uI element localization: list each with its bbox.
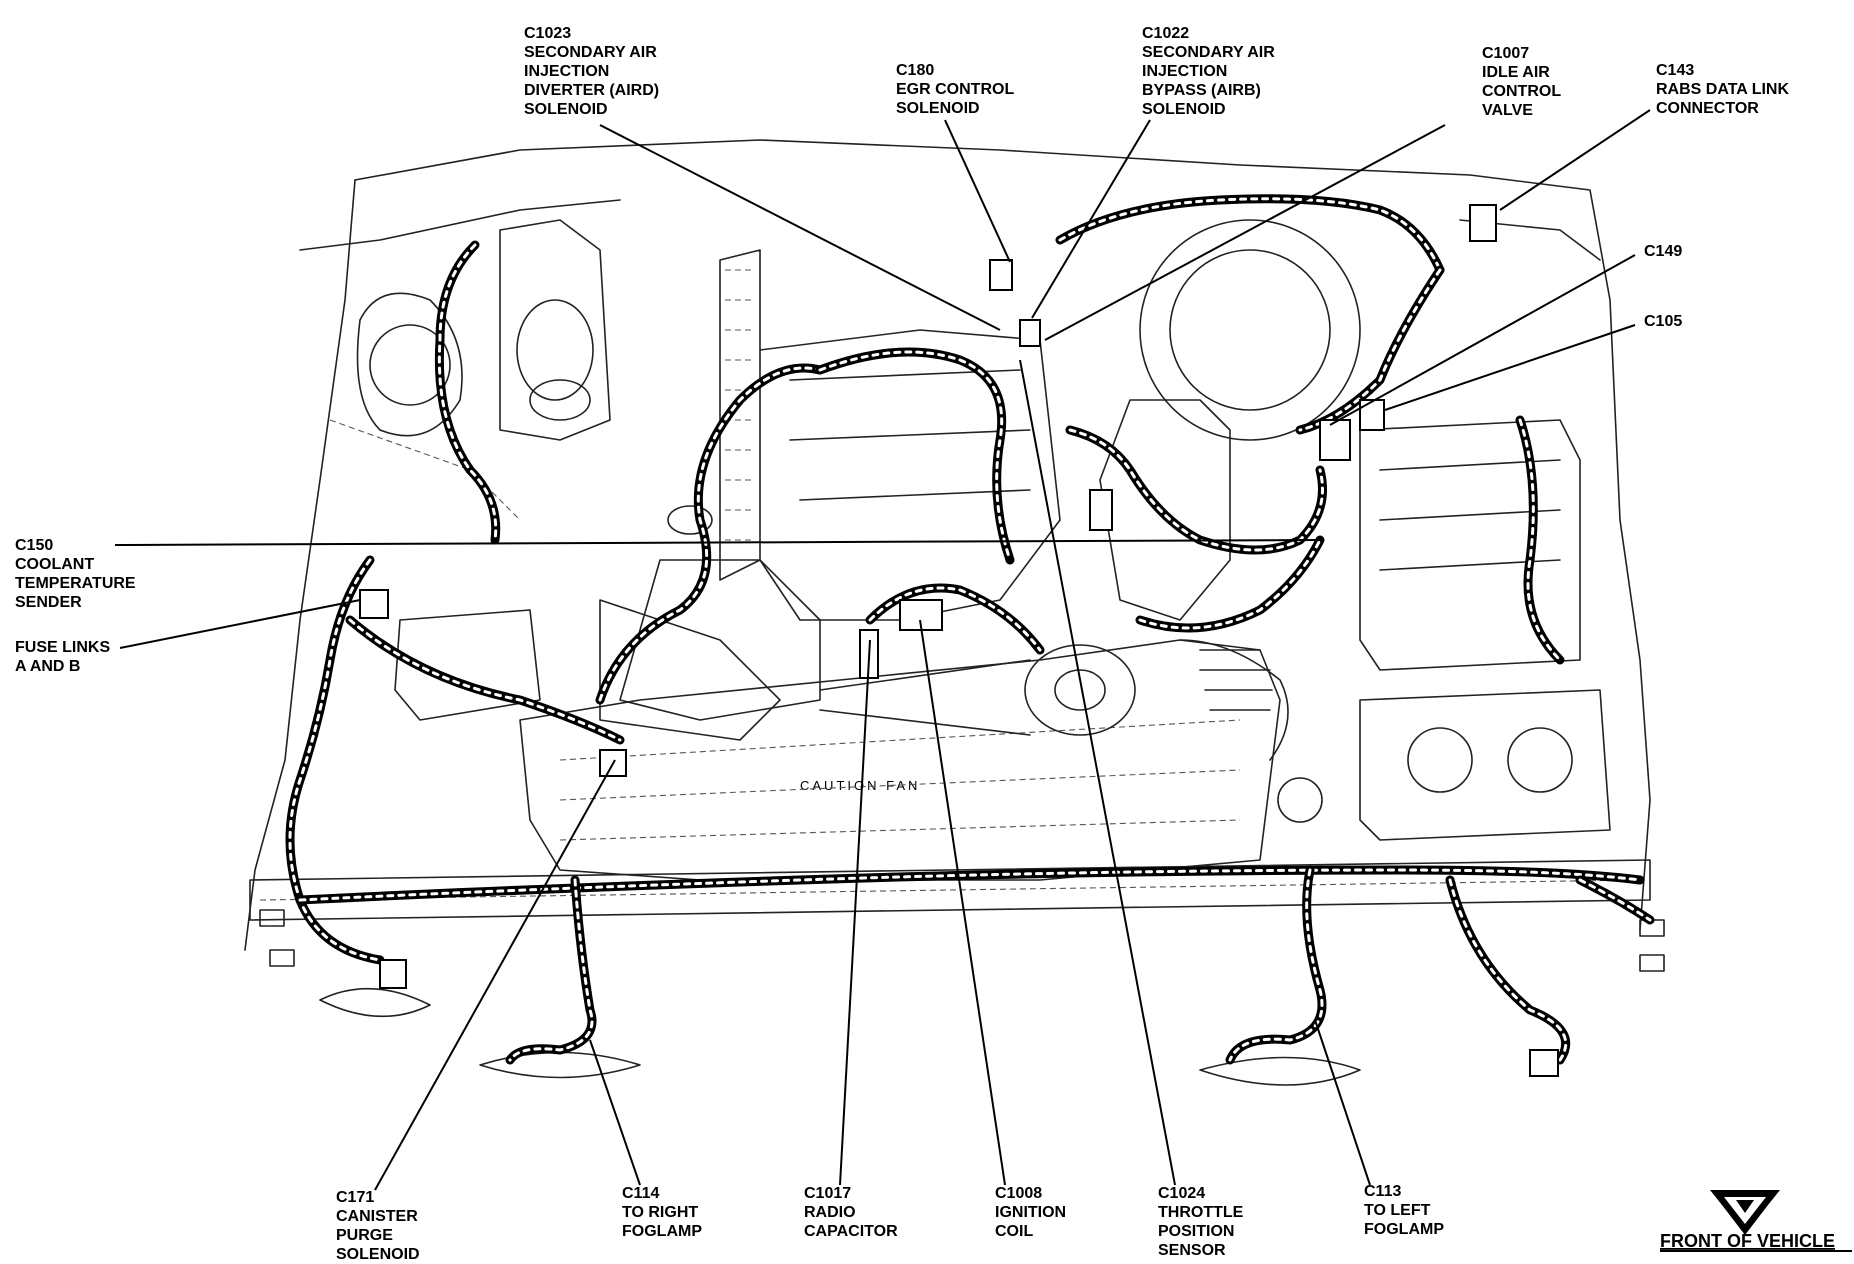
engine-compartment-drawing: CAUTION FAN bbox=[244, 139, 1665, 1086]
svg-text:C149: C149 bbox=[1644, 243, 1682, 260]
connector-blocks bbox=[359, 204, 1559, 1077]
leader-lines bbox=[114, 109, 1651, 1191]
front-of-vehicle-label: FRONT OF VEHICLE bbox=[1660, 1231, 1835, 1251]
svg-text:C105: C105 bbox=[1644, 313, 1682, 330]
embossed-caution-text: CAUTION FAN bbox=[800, 778, 920, 793]
callout-c105: C105 bbox=[1644, 313, 1682, 330]
wiring-harness bbox=[285, 194, 1655, 1065]
front-of-vehicle-indicator: FRONT OF VEHICLE bbox=[1660, 1190, 1852, 1252]
callout-c149: C149 bbox=[1644, 243, 1682, 260]
